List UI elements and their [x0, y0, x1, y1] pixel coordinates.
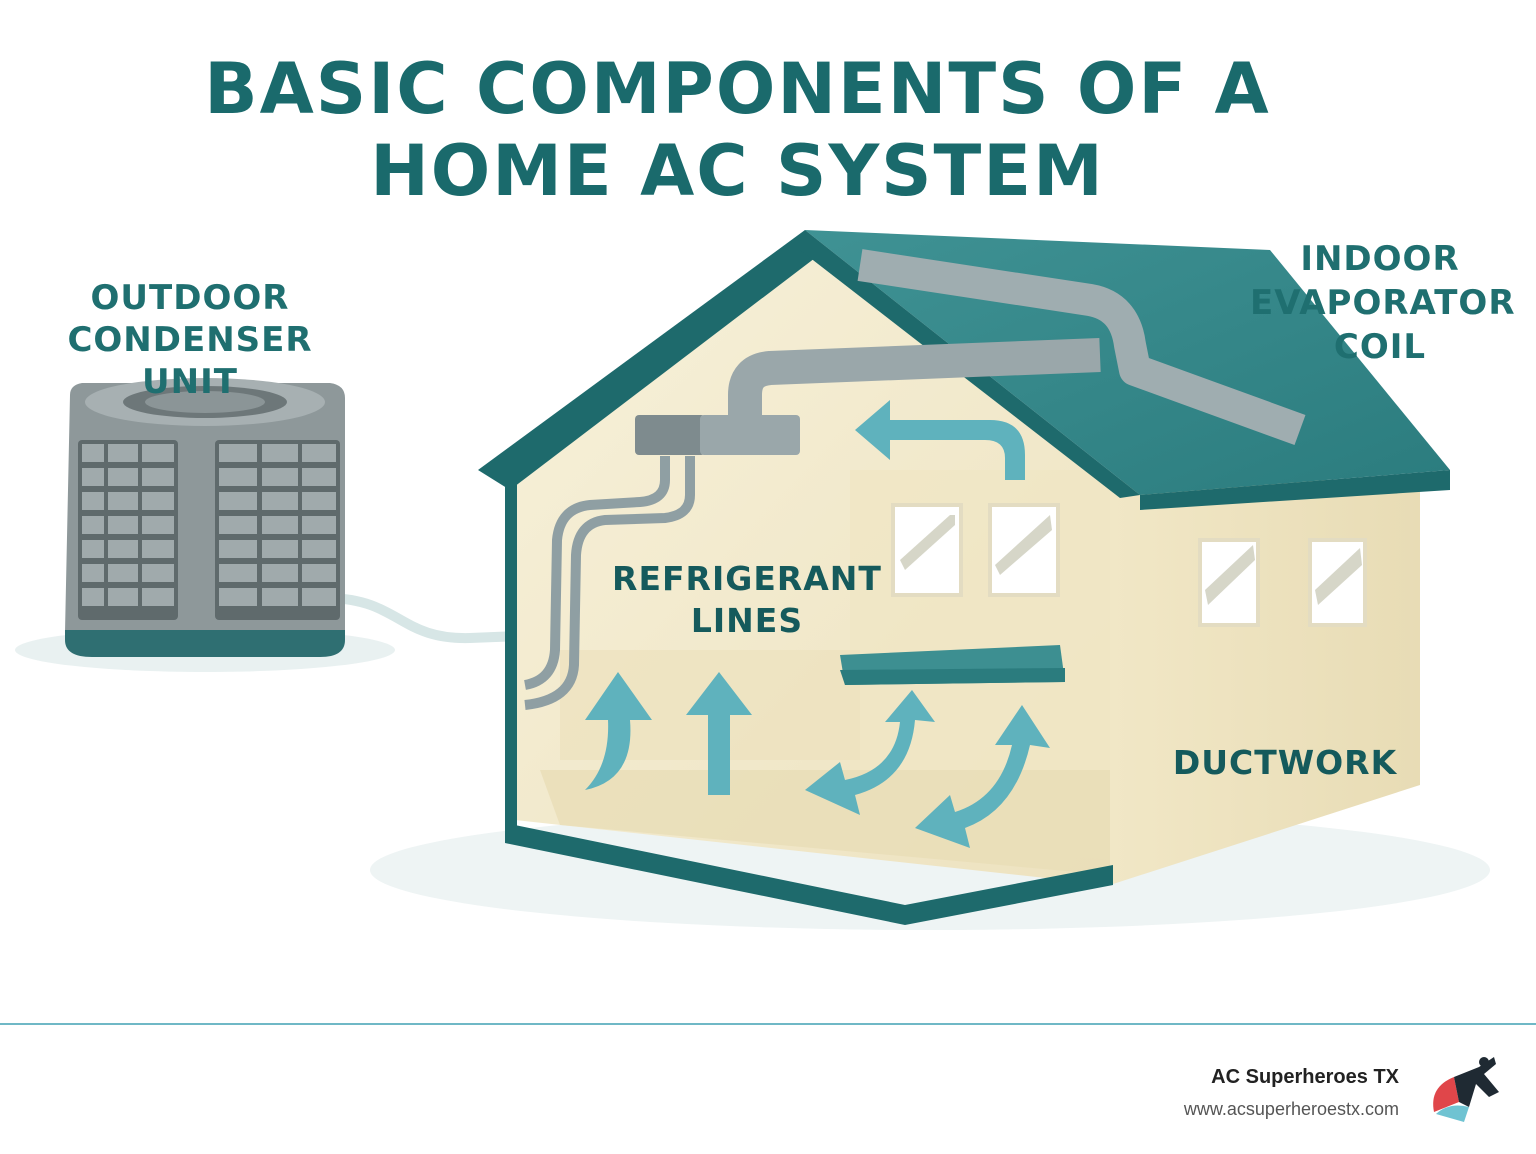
label-indoor-line-1: INDOOR — [1300, 239, 1460, 279]
label-outdoor-condenser-unit: OUTDOOR CONDENSER UNIT — [20, 277, 360, 403]
label-refrigerant-line-2: LINES — [690, 601, 804, 640]
label-refrigerant-lines: REFRIGERANT LINES — [612, 558, 882, 642]
label-indoor-evaporator-coil: INDOOR EVAPORATOR COIL — [1250, 237, 1516, 369]
label-indoor-line-2: EVAPORATOR — [1250, 283, 1516, 323]
label-ductwork-line-1: DUCTWORK — [1172, 743, 1398, 782]
footer-brand-name: AC Superheroes TX — [1211, 1066, 1399, 1088]
house-icon — [478, 230, 1450, 925]
footer-divider — [0, 1023, 1536, 1025]
title-line-2: HOME AC SYSTEM — [370, 130, 1105, 212]
label-indoor-line-3: COIL — [1333, 327, 1427, 367]
condenser-unit-icon — [65, 378, 345, 657]
superhero-logo-icon — [1433, 1057, 1499, 1122]
footer-brand-url[interactable]: www.acsuperheroestx.com — [1183, 1099, 1399, 1119]
label-outdoor-line-1: OUTDOOR — [90, 278, 290, 318]
page-title: BASIC COMPONENTS OF A HOME AC SYSTEM — [0, 48, 1475, 212]
title-line-1: BASIC COMPONENTS OF A — [204, 48, 1271, 130]
label-refrigerant-line-1: REFRIGERANT — [612, 559, 882, 598]
label-outdoor-line-2: CONDENSER UNIT — [67, 320, 313, 402]
label-ductwork: DUCTWORK — [1170, 743, 1400, 783]
airflow-arrow-icon — [585, 400, 1050, 848]
outdoor-refrigerant-line — [325, 593, 525, 644]
